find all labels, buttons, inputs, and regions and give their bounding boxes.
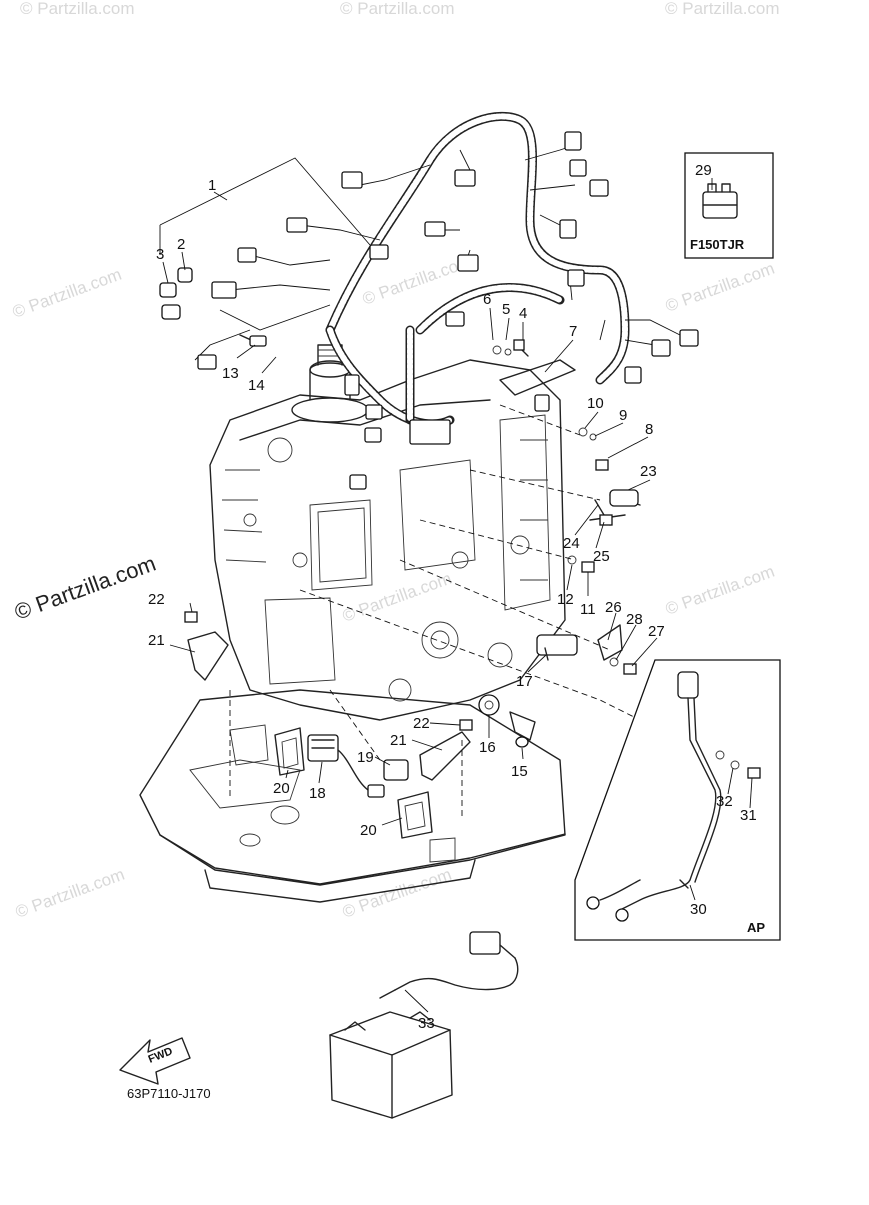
inset-model-label: F150TJR bbox=[690, 237, 745, 252]
callout-23: 23 bbox=[640, 463, 657, 480]
watermark: © Partzilla.com bbox=[13, 865, 127, 922]
callout-4: 4 bbox=[519, 305, 527, 322]
item-1-bracket bbox=[159, 157, 371, 255]
callout-28: 28 bbox=[626, 611, 643, 628]
callout-leaders bbox=[162, 178, 753, 1013]
callout-6: 6 bbox=[483, 291, 491, 308]
callout-18: 18 bbox=[309, 785, 326, 802]
watermark: © Partzilla.com bbox=[340, 865, 454, 922]
dashed-leaders bbox=[229, 404, 651, 820]
callout-2: 2 bbox=[177, 236, 185, 253]
callout-22b: 22 bbox=[413, 715, 430, 732]
drawing-code: 63P7110-J170 bbox=[127, 1086, 211, 1101]
fasteners-right bbox=[184, 339, 641, 781]
inset-ap: AP bbox=[574, 659, 781, 941]
watermark: © Partzilla.com bbox=[663, 259, 777, 316]
callout-10: 10 bbox=[587, 395, 604, 412]
watermark: © Partzilla.com bbox=[340, 569, 454, 626]
callout-25: 25 bbox=[593, 548, 610, 565]
callout-11: 11 bbox=[580, 601, 596, 618]
callout-21a: 21 bbox=[148, 632, 165, 649]
inset-f150tjr: F150TJR bbox=[684, 152, 774, 259]
callout-14: 14 bbox=[248, 377, 265, 394]
callout-32: 32 bbox=[716, 793, 733, 810]
callout-29: 29 bbox=[695, 162, 712, 179]
watermark-dark: © Partzilla.com bbox=[11, 551, 159, 625]
callout-20b: 20 bbox=[360, 822, 377, 839]
wire-harness bbox=[159, 111, 699, 490]
callout-13: 13 bbox=[222, 365, 239, 382]
switches bbox=[274, 727, 433, 839]
callout-24: 24 bbox=[563, 535, 580, 552]
callout-7: 7 bbox=[569, 323, 577, 340]
callout-21b: 21 bbox=[390, 732, 407, 749]
callout-26: 26 bbox=[605, 599, 622, 616]
fwd-arrow: FWD bbox=[119, 1037, 191, 1085]
watermark: © Partzilla.com bbox=[665, 0, 780, 18]
watermark: © Partzilla.com bbox=[10, 265, 124, 322]
callout-3: 3 bbox=[156, 246, 164, 263]
watermark: © Partzilla.com bbox=[340, 0, 455, 18]
callout-19: 19 bbox=[357, 749, 374, 766]
watermark: © Partzilla.com bbox=[663, 562, 777, 619]
callout-12: 12 bbox=[557, 591, 574, 608]
callout-5: 5 bbox=[502, 301, 510, 318]
inset-ap-label: AP bbox=[747, 920, 765, 935]
callout-8: 8 bbox=[645, 421, 653, 438]
callout-15: 15 bbox=[511, 763, 528, 780]
callout-31: 31 bbox=[740, 807, 757, 824]
callout-20a: 20 bbox=[273, 780, 290, 797]
callout-16: 16 bbox=[479, 739, 496, 756]
watermark: © Partzilla.com bbox=[20, 0, 135, 18]
fwd-label: FWD bbox=[147, 1045, 175, 1066]
battery-assembly bbox=[329, 931, 519, 1119]
callout-numbers: 1 2 3 4 5 6 7 8 9 10 11 12 13 14 15 16 1… bbox=[148, 162, 757, 1032]
callout-17: 17 bbox=[516, 673, 533, 690]
callout-22a: 22 bbox=[148, 591, 165, 608]
callout-27: 27 bbox=[648, 623, 665, 640]
callout-30: 30 bbox=[690, 901, 707, 918]
callout-1: 1 bbox=[208, 177, 216, 194]
callout-9: 9 bbox=[619, 407, 627, 424]
callout-33: 33 bbox=[418, 1015, 435, 1032]
